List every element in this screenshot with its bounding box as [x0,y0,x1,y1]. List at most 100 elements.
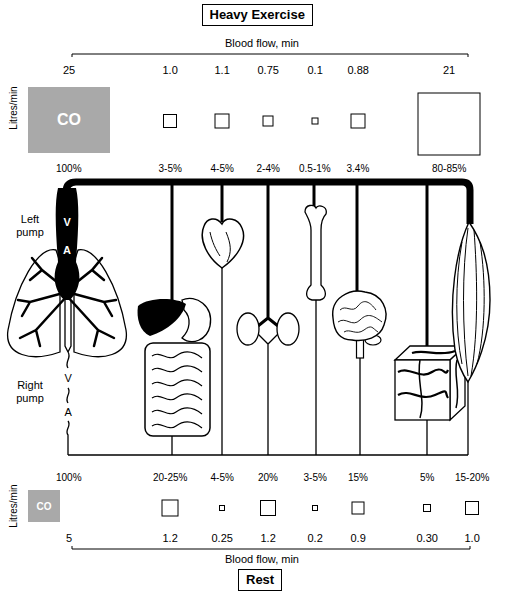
skin-vessel [398,369,448,374]
intestine-loop [152,366,202,372]
vein [359,358,360,455]
node-label: CO [37,501,52,512]
skin-vessel [456,360,458,408]
axis-bracket [72,546,470,549]
flow-square [418,93,480,155]
cardiac-output-square: CO [28,87,110,153]
percent-value: 20% [258,472,278,484]
axis-label: Blood flow, min [225,37,299,50]
vein [467,380,468,455]
axis-brackets [72,54,470,549]
flow-value: 5 [66,532,72,545]
section-title-box: Rest [238,569,282,591]
brain-fold [338,316,382,323]
percent-value: 100% [56,472,82,484]
right-pump-line [67,421,69,455]
percent-value: 2-4% [257,163,280,175]
chamber-letter: V [64,216,71,229]
artery [258,182,278,326]
artery [221,182,224,222]
node-label: Heavy Exercise [210,7,305,23]
right-pump-line [67,388,69,403]
muscle [452,222,490,382]
left-pump-shape [55,188,80,300]
cardiac-output-square: CO [28,490,60,522]
percent-value: 3.4% [347,163,370,175]
percent-value: 15-20% [455,472,489,484]
intestine-loop [152,394,202,400]
cerebrum [333,291,386,340]
percent-value: 5% [420,472,434,484]
chamber-letter: A [63,244,71,257]
artery [426,182,429,347]
flow-value: 0.9 [351,532,366,545]
brain-folds [338,302,382,333]
heart [202,219,243,268]
flow-square [263,116,273,126]
flow-value: 1.0 [163,64,178,77]
unit-label: Litres/min [7,484,19,527]
muscle-outline [452,222,490,382]
lung-vessel [67,296,114,346]
vein [258,334,278,455]
artery [313,182,316,208]
percent-value: 20-25% [153,472,187,484]
muscle-fibre [471,230,477,376]
pump-label: Left pump [12,213,48,239]
flow-value: 21 [443,64,455,77]
coronary-vessel [226,232,230,262]
percent-value: 0.5-1% [299,163,331,175]
muscle-fibre [457,242,462,364]
flow-value: 0.75 [258,64,279,77]
lung-vessel [20,296,67,346]
artery [171,182,174,300]
artery [356,182,359,292]
section-title-box: Heavy Exercise [202,4,313,26]
gut [138,298,211,436]
flow-square [352,502,364,514]
coronary-vessel [210,232,220,256]
vein [426,420,427,455]
muscle-fibres [457,228,484,376]
axis-label: Blood flow, min [225,553,299,566]
flow-value: 1.2 [163,532,178,545]
percent-value: 15% [348,472,368,484]
intestine [145,343,210,436]
flow-value: 0.1 [308,64,323,77]
percent-value: 100% [56,163,82,175]
bone [305,205,326,300]
percent-value: 3-5% [304,472,327,484]
arterial-supply [66,182,470,347]
flow-value: 0.88 [348,64,369,77]
skin-vessel [412,351,455,353]
flow-value: 1.2 [261,532,276,545]
intestine-loops [152,352,202,428]
unit-label: Litres/min [7,86,19,129]
intestine-loop [152,380,202,386]
flow-square [261,501,276,516]
chamber-letter: A [65,406,72,419]
flow-square [162,500,178,516]
node-label: CO [57,111,81,129]
intestine-loop [152,352,202,358]
flow-squares [162,93,480,516]
vein [68,454,468,455]
muscle-fibre [464,228,469,376]
node-label: Rest [246,572,274,588]
kidney [277,313,299,345]
skin-front [395,360,450,420]
vein [221,268,222,455]
percent-value: 80-85% [432,163,466,175]
flow-square [215,114,229,128]
flow-value: 1.0 [465,532,480,545]
brain-fold [340,302,376,310]
flow-square [313,506,318,511]
axis-bracket [72,54,468,57]
flow-square [351,114,365,128]
pulmonary-artery [65,300,71,352]
intestine-loop [152,422,202,428]
brain-fold [344,327,378,332]
vein [171,436,172,455]
stomach [182,298,211,341]
